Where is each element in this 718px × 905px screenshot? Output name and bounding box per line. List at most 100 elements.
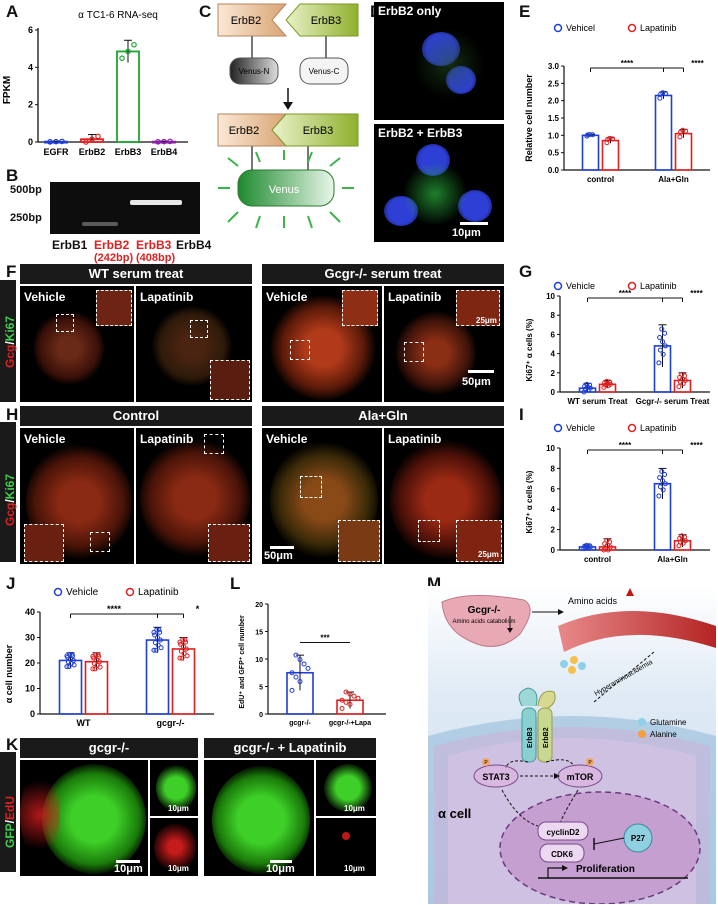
data-point xyxy=(590,132,596,138)
data-point xyxy=(71,662,77,668)
y-tick-label: 2 xyxy=(551,369,556,378)
data-point xyxy=(293,674,299,680)
bar xyxy=(601,139,620,171)
x-tick-label: gcgr-/- xyxy=(289,720,311,727)
h-scale-text: 50μm xyxy=(264,550,293,562)
e-ylabel: Relative cell number xyxy=(524,74,534,162)
f-scale-text: 50μm xyxy=(462,376,491,388)
panel-m-schematic: Gcgr-/- Amino acids catabolism Amino aci… xyxy=(428,586,716,904)
panel-label-j: J xyxy=(6,574,16,593)
k-scale-text-4: 10μm xyxy=(266,863,295,875)
y-tick-label: 4 xyxy=(28,62,33,72)
data-point xyxy=(97,664,103,670)
data-point xyxy=(155,635,160,640)
data-point xyxy=(610,136,616,142)
down-arrow-small-icon xyxy=(507,628,513,633)
data-point xyxy=(605,136,611,142)
marker-500: 500bp xyxy=(10,184,42,196)
c-erbb2-top: ErbB2 xyxy=(231,15,262,27)
f-img-gcgr-vehicle: Vehicle xyxy=(262,286,382,402)
m-cyclin: cyclinD2 xyxy=(547,828,580,837)
data-point xyxy=(339,706,345,711)
data-point xyxy=(657,475,663,481)
i-legend: Vehicle Lapatinib xyxy=(553,423,677,433)
data-point xyxy=(156,627,162,633)
k-header-gcgr-lapa: gcgr-/- + Lapatinib xyxy=(204,738,376,758)
data-point xyxy=(582,544,588,550)
stat3-node xyxy=(473,764,519,788)
h-img-control-vehicle: Vehicle xyxy=(20,428,134,564)
data-point xyxy=(659,468,665,474)
m-stat3: STAT3 xyxy=(482,772,509,782)
panel-a-title: α TC1-6 RNA-seq xyxy=(78,10,158,21)
y-tick-label: 10 xyxy=(546,444,555,453)
data-point xyxy=(305,665,311,671)
erbb3-top-shape xyxy=(285,3,359,37)
y-tick-label: 6 xyxy=(28,25,33,35)
f-scale-bar xyxy=(468,370,494,373)
j-ylabel: α cell number xyxy=(4,644,14,703)
data-point xyxy=(157,637,163,643)
data-point xyxy=(131,41,137,48)
k-scale-bar-2 xyxy=(270,860,292,863)
m-p27: P27 xyxy=(631,834,646,843)
data-point xyxy=(89,136,95,143)
blood-vessel-icon xyxy=(558,611,716,652)
y-tick-label: 0 xyxy=(551,388,556,397)
data-point xyxy=(605,383,611,389)
data-point xyxy=(602,380,608,386)
f-side-ki67: Ki67 xyxy=(3,315,17,342)
gel-band-erbb2 xyxy=(82,222,118,226)
y-tick-label: 20 xyxy=(25,658,35,668)
f-side-gcg: Gcg xyxy=(3,344,17,368)
data-point xyxy=(293,652,299,658)
data-point xyxy=(125,48,131,55)
data-point xyxy=(680,540,686,546)
c-venus: Venus xyxy=(269,184,300,196)
i-ylabel: Ki67⁺ α cells (%) xyxy=(525,470,534,533)
nucleus xyxy=(499,791,701,904)
data-point xyxy=(289,670,295,676)
k-scale-text-3: 10μm xyxy=(168,864,189,873)
panel-label-a: A xyxy=(6,2,19,21)
venus-fused-shape xyxy=(237,169,335,207)
h-img-ala-lapatinib: Lapatinib 25μm xyxy=(384,428,504,564)
y-tick-label: 1.0 xyxy=(548,131,560,140)
x-tick-label: ErbB3 xyxy=(115,147,142,157)
k-side-gfp: GFP xyxy=(3,823,17,848)
lane-erbb4: ErbB4 xyxy=(176,238,212,252)
data-point xyxy=(657,334,663,340)
data-point xyxy=(95,652,101,658)
m-glutamine: Glutamine xyxy=(650,718,687,727)
m-prolif: Proliferation xyxy=(576,864,635,875)
y-tick-label: 8 xyxy=(551,464,556,473)
j-legend-vehicle: Vehicle xyxy=(66,587,99,598)
data-point xyxy=(662,343,668,349)
data-point xyxy=(663,90,669,96)
c-venus-n: Venus-N xyxy=(239,67,270,76)
sig-label: **** xyxy=(691,59,704,68)
data-point xyxy=(66,664,72,670)
panel-g-chart: Vehicle Lapatinib Ki67⁺ α cells (%) 0246… xyxy=(525,281,710,406)
data-point xyxy=(90,666,96,672)
data-point xyxy=(659,326,665,332)
k-scale-bar-1 xyxy=(116,860,140,863)
data-point xyxy=(660,487,666,493)
k-scale-text-5: 10μm xyxy=(344,804,365,813)
data-point xyxy=(339,697,345,703)
data-point xyxy=(582,386,588,392)
y-tick-label: 0 xyxy=(30,709,35,719)
data-point xyxy=(119,55,125,61)
c-erbb3-bottom: ErbB3 xyxy=(303,125,334,137)
panel-d-bottom-image: ErbB2 + ErbB3 10μm xyxy=(374,124,504,242)
h-side-gcg: Gcg xyxy=(3,502,17,526)
y-tick-label: 0 xyxy=(28,137,33,147)
erbb2-top-shape xyxy=(217,3,288,37)
m-erbb2: ErbB2 xyxy=(543,727,550,748)
sig-label: *** xyxy=(320,634,330,643)
data-point xyxy=(587,132,593,138)
k-img-gcgr-gfp: 10μm xyxy=(150,760,198,816)
data-point xyxy=(343,689,349,695)
sig-label: **** xyxy=(621,59,634,68)
bar xyxy=(116,50,140,143)
